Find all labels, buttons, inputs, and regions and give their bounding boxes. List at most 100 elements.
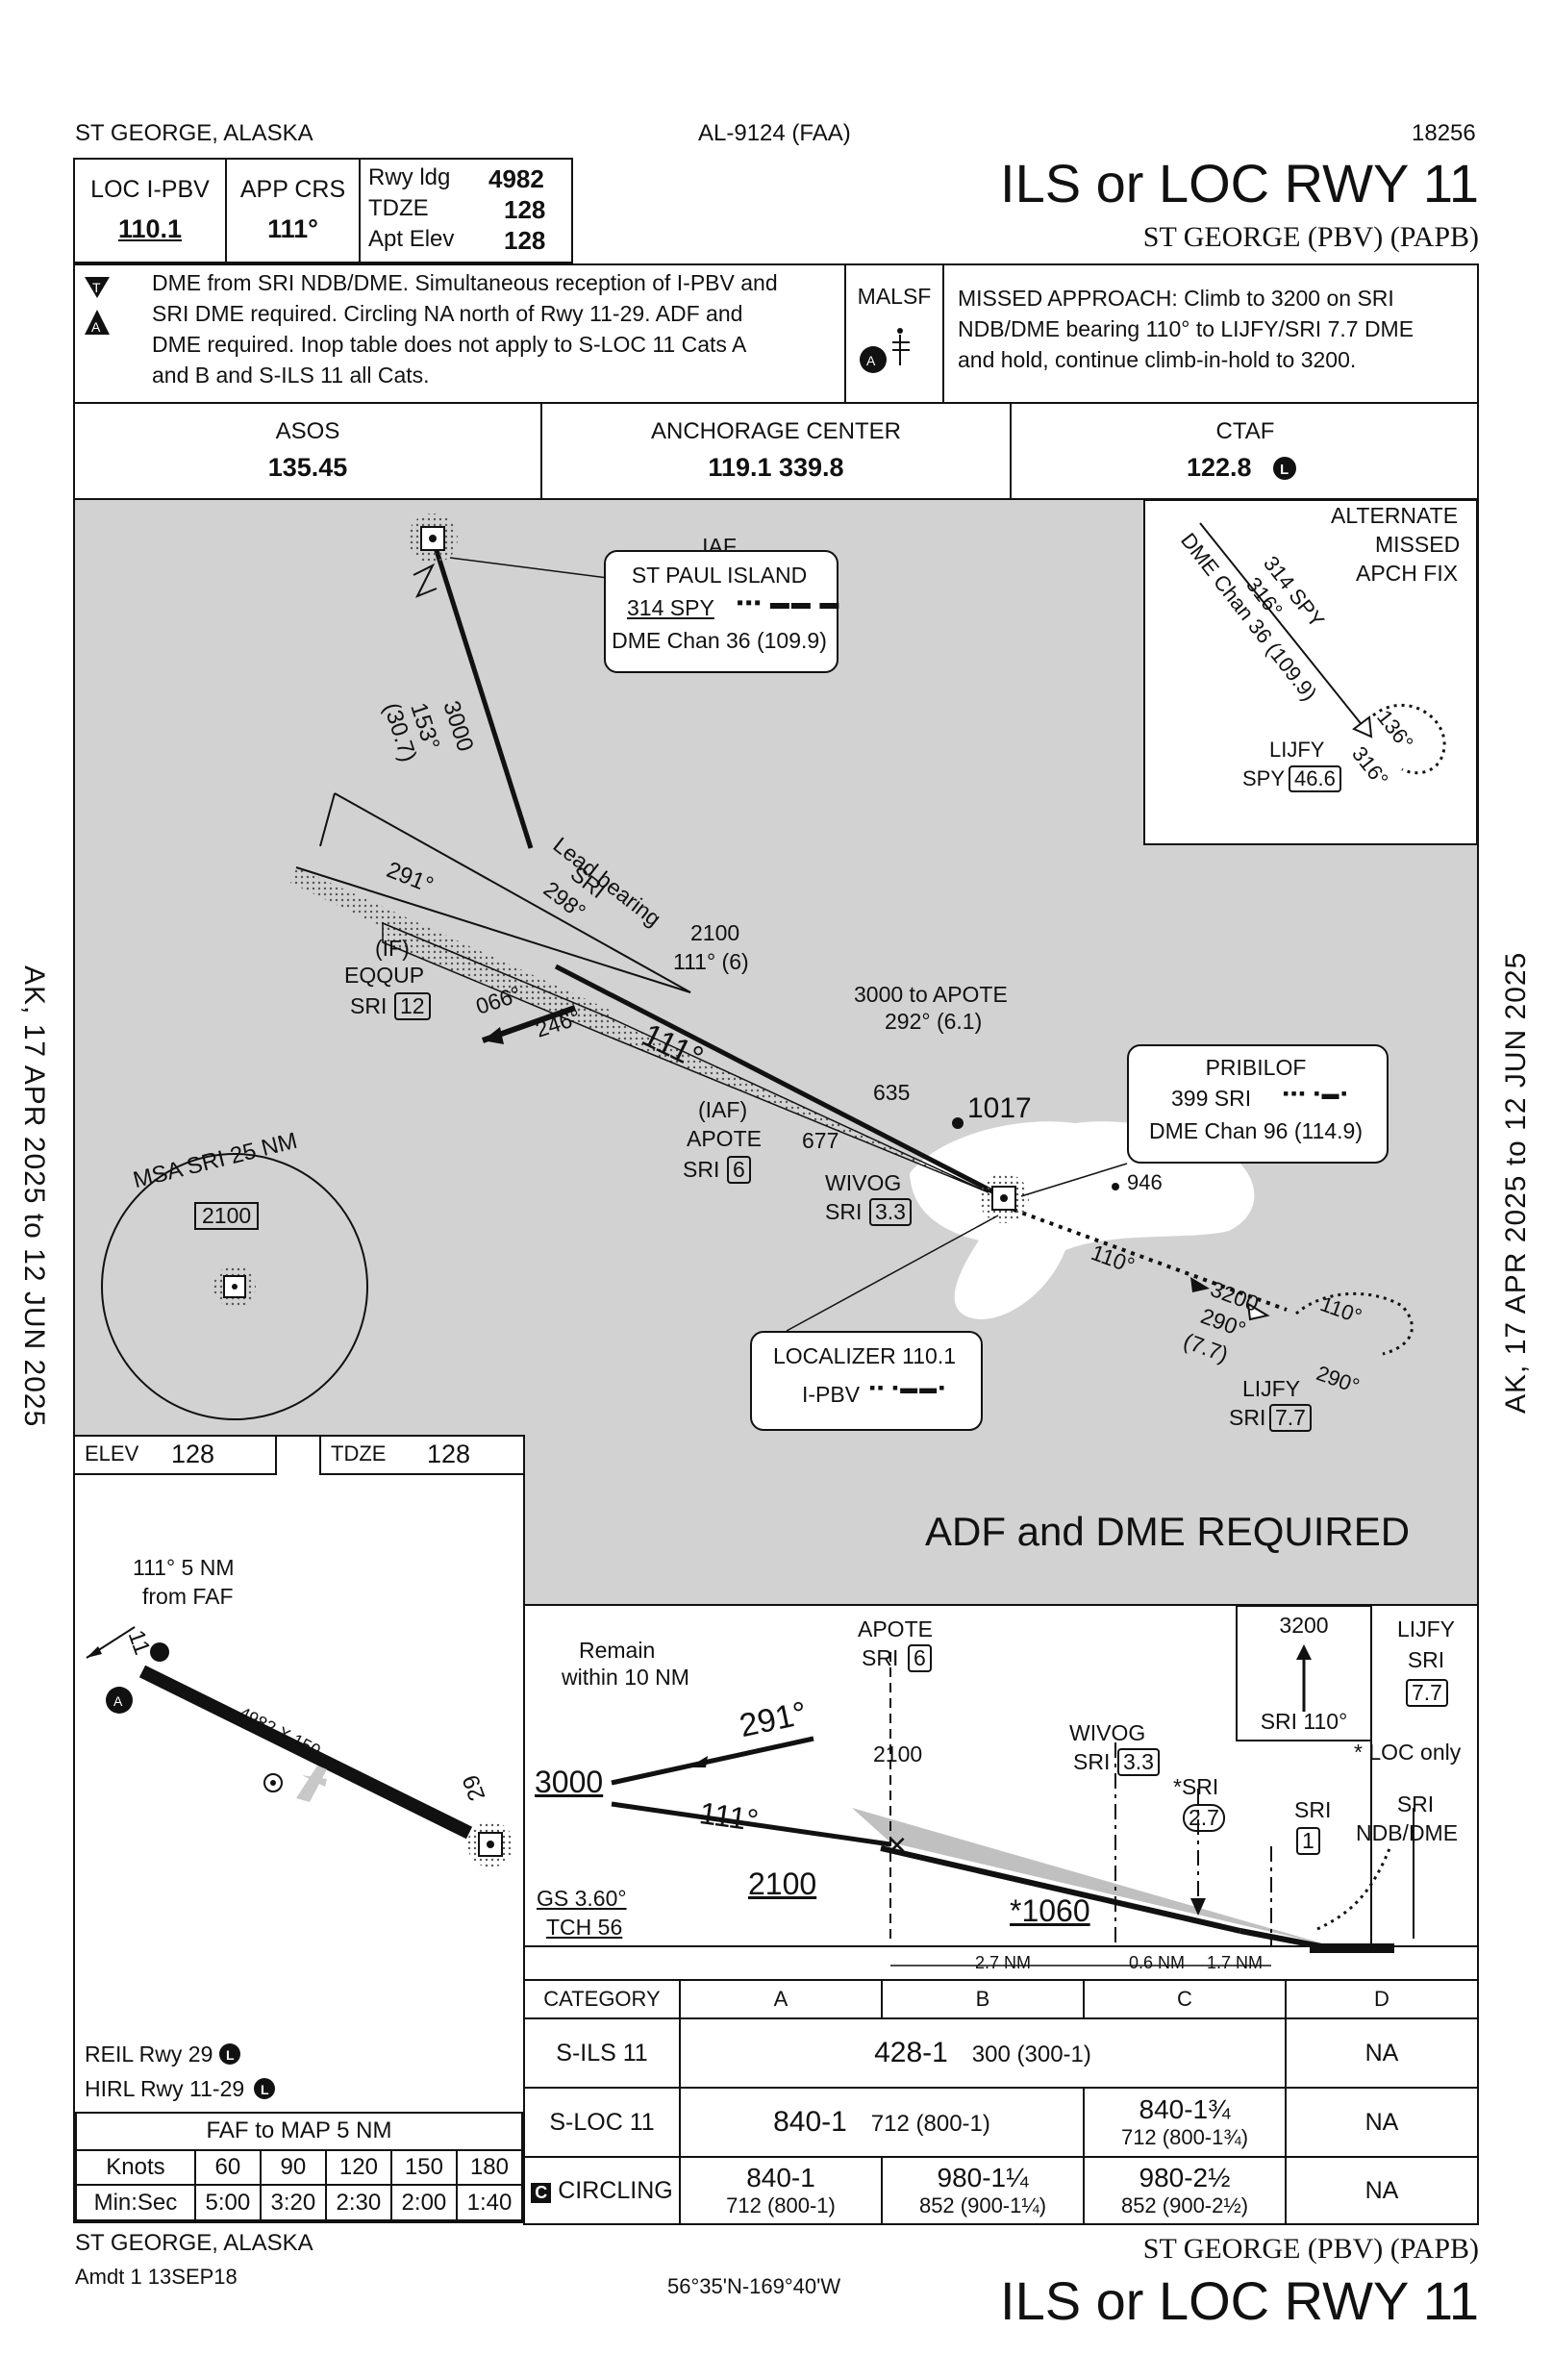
time-120: 2:30 [324, 2184, 392, 2221]
notes-line-3: DME required. Inop table does not apply … [152, 332, 747, 357]
remain-line-1: Remain [579, 1638, 656, 1663]
apote-route-line1: 3000 to APOTE [854, 982, 1008, 1007]
chart-id: AL-9124 (FAA) [698, 120, 851, 146]
footer-airport-identifier: ST GEORGE (PBV) (PAPB) [1142, 2233, 1479, 2265]
diagram-tdze-value: 128 [427, 1440, 471, 1468]
faf-note-2: from FAF [142, 1584, 234, 1609]
profile-lijfy-dme: 7.7 [1406, 1679, 1448, 1708]
lijfy-sri: SRI [1229, 1405, 1266, 1430]
profile-map-dme: 1 [1296, 1827, 1320, 1856]
apt-elev-label: Apt Elev [368, 226, 455, 252]
airport-identifier: ST GEORGE (PBV) (PAPB) [1142, 221, 1479, 253]
knots-180: 180 [455, 2148, 524, 2187]
ils-haa: 300 (300-1) [971, 2042, 1091, 2067]
alt-lijfy-spy: SPY [1242, 766, 1286, 790]
row-ils-d: NA [1285, 2017, 1479, 2089]
svg-text:L: L [1280, 462, 1289, 478]
pilot-controlled-lighting-icon: L [1273, 457, 1296, 480]
wivog-sri: SRI [825, 1199, 863, 1224]
elev-box: ELEV 128 [75, 1437, 277, 1475]
apote-dme: 6 [727, 1156, 751, 1185]
diagram-tdze-label: TDZE [331, 1441, 387, 1466]
tdze-label: TDZE [368, 195, 429, 221]
footer-location: ST GEORGE, ALASKA [75, 2230, 313, 2256]
pribilof-freq: 399 SRI [1171, 1086, 1252, 1111]
header-location: ST GEORGE, ALASKA [75, 120, 313, 146]
profile-seg-1: 2.7 NM [974, 1953, 1032, 1972]
timing-title: FAF to MAP 5 NM [75, 2112, 523, 2151]
ctaf-label: CTAF [1215, 418, 1275, 444]
spy-navaid-box: ST PAUL ISLAND 314 SPY ▪▪▪ ▬▬ ▬ DME Chan… [604, 550, 839, 673]
cycle-number: 18256 [1412, 120, 1476, 146]
sri-ndb-symbol [979, 1173, 1029, 1223]
hirl-lighting-icon: L [254, 2078, 275, 2099]
ctaf-freq: 122.8 [1187, 453, 1252, 482]
eqqup-name: EQQUP [344, 963, 425, 988]
cat-a: A [679, 1979, 883, 2019]
row-loc-name: S-LOC 11 [523, 2087, 681, 2158]
eqqup-dme: 12 [394, 992, 431, 1021]
island-shape [910, 1121, 1255, 1319]
elev-label: ELEV [85, 1441, 139, 1466]
notes-line-4: and B and S-ILS 11 all Cats. [152, 363, 430, 388]
profile-stepdown-altitude: *1060 [1010, 1893, 1090, 1928]
row-loc-c: 840-1¾ 712 (800-1¾) [1083, 2087, 1287, 2158]
localizer-freq: LOCALIZER 110.1 [772, 1343, 957, 1368]
pribilof-morse-icon: ▪▪▪ ▪▬▪ [1283, 1084, 1349, 1103]
lijfy-dme: 7.7 [1269, 1404, 1312, 1433]
row-circling-b: 980-1¼ 852 (900-1¼) [881, 2156, 1085, 2225]
if-label: (IF) [375, 936, 410, 961]
time-60: 5:00 [193, 2184, 262, 2221]
descent-path [880, 1845, 1241, 1934]
localizer-box: LOCALIZER 110.1 I-PBV ▪▪ ▪▬▬▪ [750, 1331, 983, 1431]
airport-diagram: ELEV 128 TDZE 128 111° 5 NM from FAF A 1… [73, 1435, 525, 2223]
notes-line-2: SRI DME required. Circling NA north of R… [152, 301, 743, 326]
obstacle-677: 677 [802, 1128, 839, 1153]
footer-coordinates: 56°35'N-169°40'W [667, 2274, 841, 2298]
app-crs-label: APP CRS [239, 176, 346, 203]
center-freq: 119.1 339.8 [708, 453, 844, 482]
time-90: 3:20 [259, 2184, 327, 2221]
knots-90: 90 [259, 2148, 327, 2187]
ils-da-vis: 428-1 [874, 2037, 948, 2068]
minimums-table: CATEGORY A B C D S-ILS 11 428-1 300 (300… [523, 1979, 1479, 2225]
loc-ab-mda: 840-1 [773, 2106, 847, 2138]
notes-line-1: DME from SRI NDB/DME. Simultaneous recep… [152, 270, 778, 295]
comms-strip: ASOS 135.45 ANCHORAGE CENTER 119.1 339.8… [73, 402, 1479, 500]
localizer-id: I-PBV [802, 1382, 861, 1407]
spy-dme: DME Chan 36 (109.9) [612, 628, 827, 653]
asos-label: ASOS [275, 418, 340, 444]
iaf2-label: (IAF) [698, 1097, 748, 1122]
row-loc-ab: 840-1 712 (800-1) [679, 2087, 1085, 2158]
loc-c-hat: 712 (800-1¾) [1120, 2125, 1249, 2149]
remain-line-2: within 10 NM [562, 1665, 689, 1690]
loc-frequency: 110.1 [117, 214, 183, 243]
spy-morse-icon: ▪▪▪ ▬▬ ▬ [737, 592, 841, 614]
profile-apote-dme: 6 [908, 1644, 932, 1673]
missed-line-2: NDB/DME bearing 110° to LIJFY/SRI 7.7 DM… [958, 316, 1414, 341]
missed-line-3: and hold, continue climb-in-hold to 3200… [958, 347, 1357, 372]
profile-ndb-dme: NDB/DME [1356, 1820, 1459, 1845]
tdze-value: 128 [504, 195, 546, 224]
svg-text:✕: ✕ [887, 1831, 908, 1860]
profile-apote-sri: SRI [862, 1645, 899, 1670]
alt-lijfy-dme: 46.6 [1289, 765, 1341, 793]
cat-d: D [1285, 1979, 1479, 2019]
svg-text:L: L [261, 2082, 269, 2097]
circ-b-hat: 852 (900-1¼) [918, 2193, 1047, 2217]
loc-c-mda: 840-1¾ [1139, 2094, 1231, 2124]
briefing-freq-box: LOC I-PBV 110.1 APP CRS 111° Rwy ldg 498… [73, 158, 573, 263]
profile-ma-course: SRI 110° [1260, 1709, 1348, 1734]
loc-label: LOC I-PBV [90, 176, 210, 203]
profile-stepdown-dme: 2.7 [1183, 1804, 1225, 1833]
alternate-missed-box [1143, 500, 1477, 845]
segment-altitude: 2100 [690, 920, 740, 945]
knots-label: Knots [75, 2148, 196, 2187]
row-ils-abc: 428-1 300 (300-1) [679, 2017, 1287, 2089]
center-label: ANCHORAGE CENTER [650, 418, 902, 444]
profile-glide-altitude: 2100 [748, 1866, 817, 1901]
lijfy-name: LIJFY [1242, 1376, 1301, 1401]
runway-11-29 [138, 1665, 473, 1840]
apt-elev-value: 128 [504, 226, 546, 255]
final-course-line [554, 964, 1000, 1197]
